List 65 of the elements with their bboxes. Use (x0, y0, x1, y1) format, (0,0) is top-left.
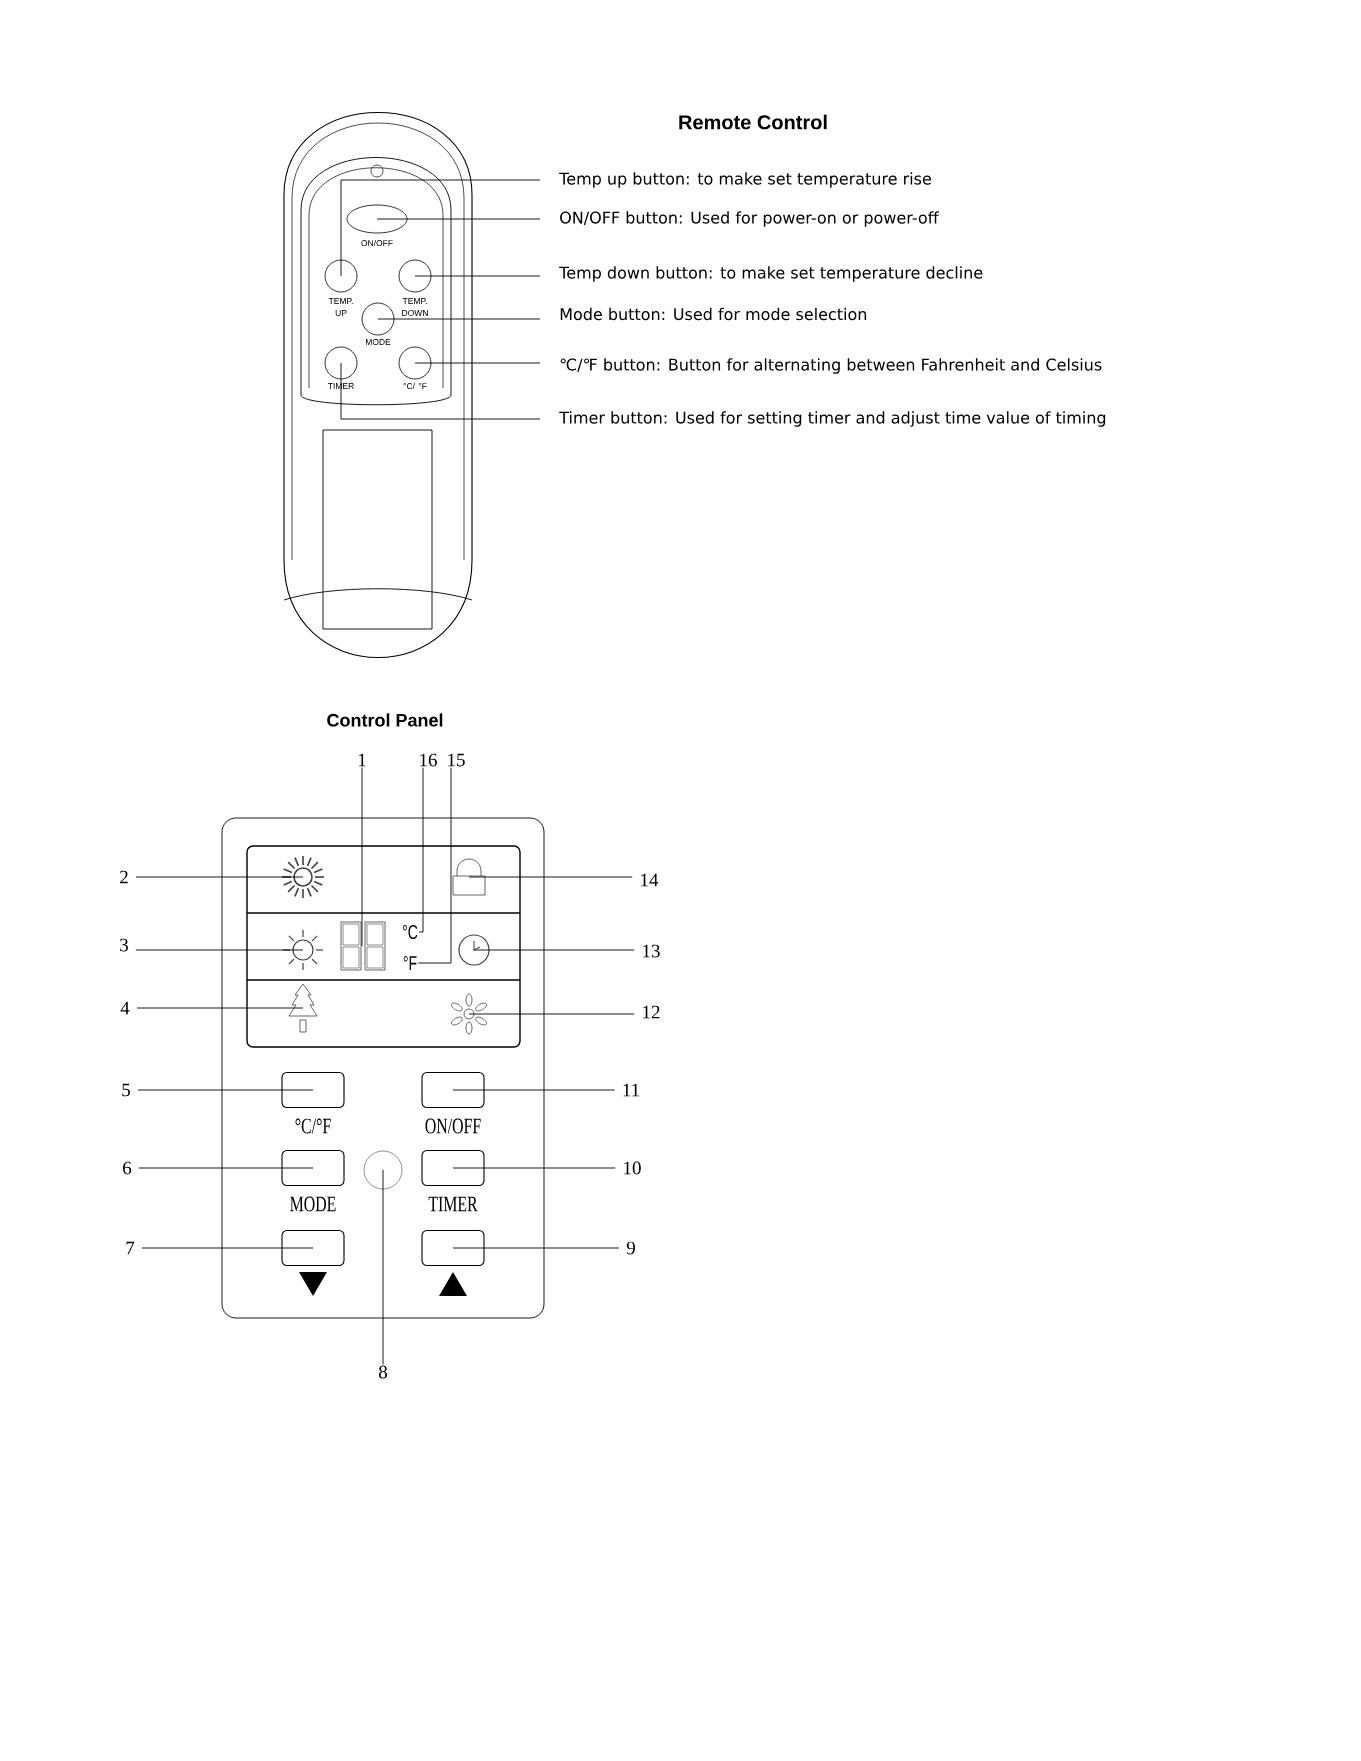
leader-line (452, 1167, 616, 1169)
clock-icon (458, 934, 490, 966)
callout-number: 3 (120, 938, 128, 952)
button-label: ON/OFF (425, 1118, 481, 1134)
leader-line (136, 1007, 304, 1009)
callout-number: 15 (448, 753, 465, 767)
leader-line (138, 1167, 314, 1169)
button-label: TIMER (327, 383, 354, 389)
leader-line (135, 876, 304, 878)
leader-line (141, 1247, 314, 1249)
button-label: TIMER (428, 1196, 478, 1212)
leader-line (382, 1169, 384, 1365)
leader-line (418, 767, 424, 933)
callout-number: 2 (120, 870, 128, 884)
leader-line (414, 275, 541, 277)
fan-icon (451, 993, 487, 1035)
callout-number: 9 (626, 1241, 635, 1255)
description-text: Temp down button: to make set temperature decline (559, 266, 983, 282)
leader-line (137, 1089, 314, 1091)
callout-number: 16 (420, 753, 437, 767)
button-label: °C/°F (295, 1118, 331, 1134)
leader-line (468, 876, 633, 878)
leader-line (135, 949, 304, 951)
leader-line (340, 179, 541, 277)
leader-line (376, 218, 541, 220)
sun-icon (281, 855, 325, 899)
callout-number: 4 (120, 1001, 130, 1015)
lock-icon (452, 858, 486, 896)
callout-number: 12 (643, 1005, 660, 1019)
description-text: Mode button: Used for mode selection (560, 307, 867, 321)
leader-line (473, 949, 635, 951)
leader-line (452, 1247, 620, 1249)
callout-number: 11 (623, 1083, 639, 1097)
heading: Control Panel (327, 713, 443, 727)
button-label: TEMP. UP (328, 298, 353, 316)
callout-number: 6 (123, 1161, 132, 1175)
button-label: MODE (365, 339, 391, 345)
callout-number: 5 (122, 1083, 130, 1097)
callout-number: 13 (643, 944, 660, 958)
callout-number: 8 (379, 1365, 387, 1379)
leader-line (414, 362, 541, 364)
button-label: ON/OFF (361, 239, 393, 247)
sensor-circle (363, 1150, 403, 1190)
button-label: MODE (290, 1196, 336, 1212)
description-text: Timer button: Used for setting timer and adjust time value of timing (559, 411, 1106, 427)
leader-line (340, 362, 541, 420)
button-label: °C/ °F (403, 382, 427, 390)
unit-symbol: °F (403, 956, 417, 970)
description-text: ℃/℉ button: Button for alternating between Fahrenheit and Celsius (560, 358, 1102, 374)
callout-number: 1 (358, 753, 366, 767)
leader-line (417, 767, 452, 964)
callout-number: 7 (126, 1241, 135, 1255)
leader-line (361, 767, 363, 947)
digit-display (340, 921, 386, 971)
description-text: Temp up button: to make set temperature rise (559, 172, 931, 188)
leader-line (377, 318, 541, 320)
unit-symbol: °C (403, 924, 418, 940)
description-text: ON/OFF button: Used for power-on or power-off (560, 211, 939, 227)
callout-number: 14 (641, 873, 659, 887)
tree-icon (288, 983, 318, 1033)
heading: Remote Control (679, 114, 827, 130)
leader-line (452, 1089, 616, 1091)
button-label: TEMP. DOWN (402, 298, 428, 316)
callout-number: 10 (624, 1161, 641, 1175)
leader-line (468, 1013, 635, 1015)
